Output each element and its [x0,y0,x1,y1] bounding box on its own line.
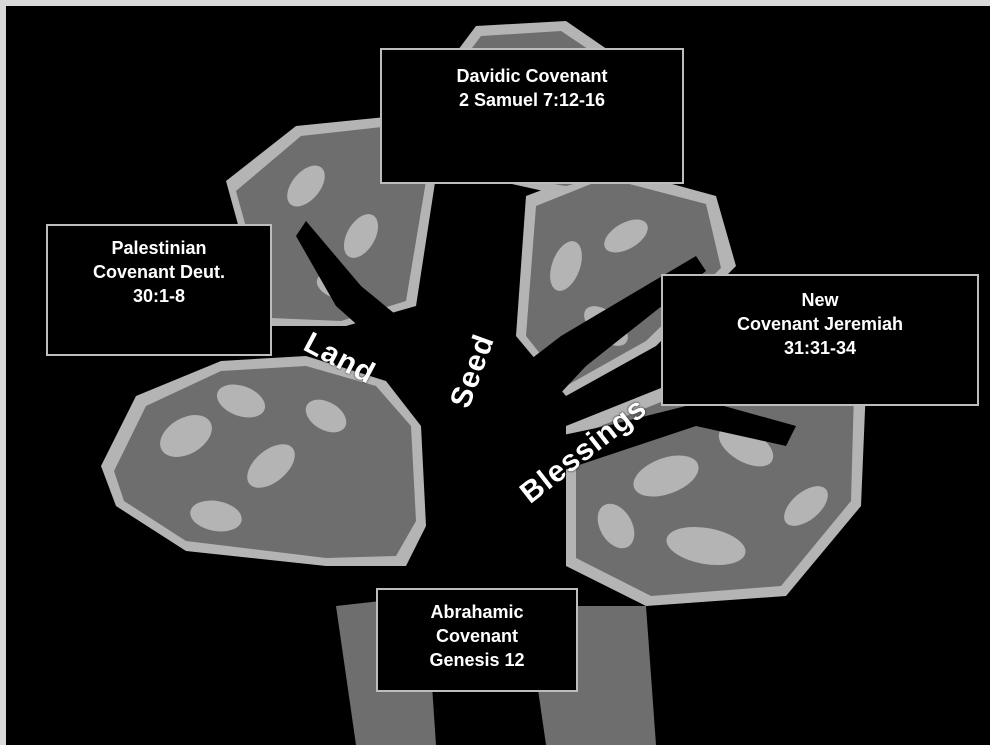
abrahamic-line-3: Genesis 12 [429,650,525,670]
new-covenant-box: New Covenant Jeremiah 31:31-34 [661,274,979,406]
davidic-covenant-box: Davidic Covenant 2 Samuel 7:12-16 [380,48,684,184]
diagram-canvas: Davidic Covenant 2 Samuel 7:12-16 Palest… [6,6,990,745]
new-line-1: New [801,290,839,310]
palestinian-line-1: Palestinian [111,238,207,258]
palestinian-line-3: 30:1-8 [132,286,186,306]
abrahamic-line-1: Abrahamic [430,602,524,622]
davidic-line-2: 2 Samuel 7:12-16 [458,90,606,110]
new-line-3: 31:31-34 [783,338,857,358]
new-line-2: Covenant Jeremiah [736,314,904,334]
abrahamic-covenant-box: Abrahamic Covenant Genesis 12 [376,588,578,692]
tree-trunk [296,186,796,745]
davidic-line-1: Davidic Covenant [456,66,608,86]
palestinian-covenant-box: Palestinian Covenant Deut. 30:1-8 [46,224,272,356]
palestinian-line-2: Covenant Deut. [92,262,225,282]
abrahamic-line-2: Covenant [435,626,518,646]
